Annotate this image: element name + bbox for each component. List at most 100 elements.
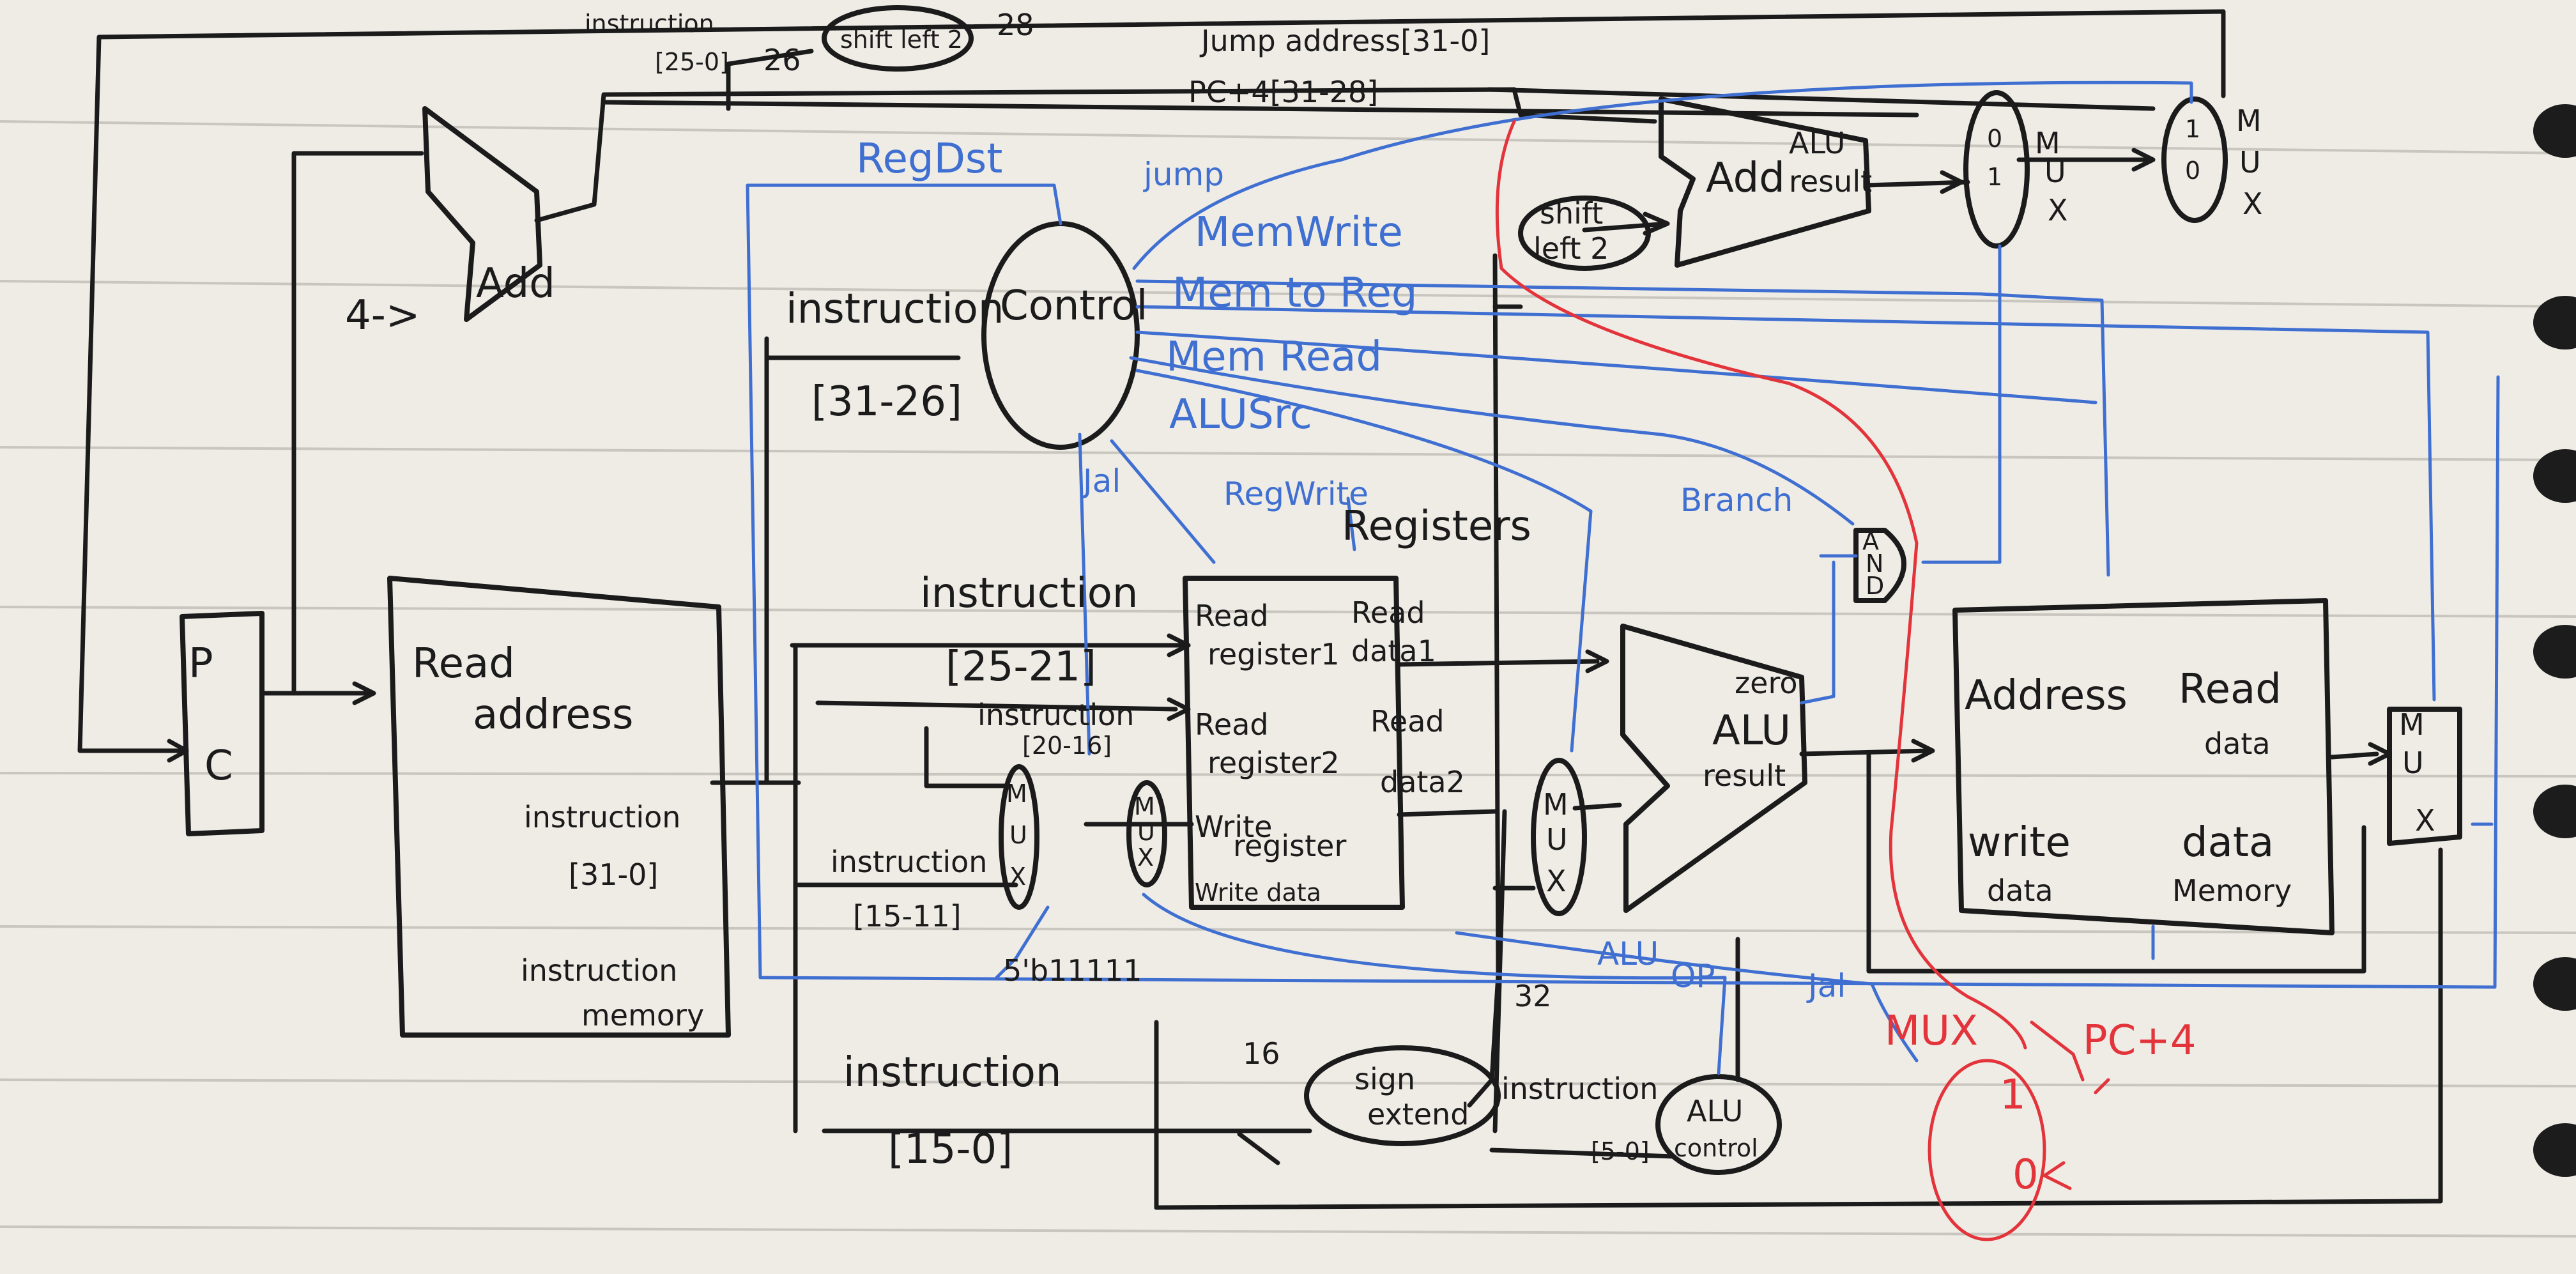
instr-top-bits: [25-0]	[655, 48, 729, 76]
branch-and-gate	[1853, 528, 1906, 603]
jump-mux-x: X	[2242, 187, 2263, 221]
instr-rt-label: instruction	[977, 698, 1134, 732]
red-pc4-label: PC+4	[2083, 1017, 2196, 1064]
reg-write-a: Write	[1195, 810, 1272, 844]
branch-mux-1: 1	[1987, 163, 2002, 191]
instr-rd-bits: [15-11]	[853, 899, 962, 933]
alu-result-label: result	[1703, 758, 1786, 793]
reg-write-b: register	[1233, 829, 1346, 863]
alu	[1620, 624, 1807, 913]
branch-mux-m: M	[2035, 126, 2060, 160]
pc-jal-mux	[1928, 1059, 2046, 1241]
instr-ctrl-bits: [31-26]	[811, 378, 962, 426]
label-26: 26	[763, 43, 801, 77]
regwrite-label: RegWrite	[1223, 475, 1368, 512]
jal-mux-u: U	[1137, 818, 1155, 846]
instr-funct-label: instruction	[1501, 1071, 1658, 1106]
control-signal-labels: RegDst jump MemWrite Mem to Reg Mem Read…	[856, 135, 1846, 1004]
alu-result-top: ALU	[1789, 126, 1845, 160]
aluop-label-a: ALU	[1597, 935, 1659, 972]
alu-zero-label: zero	[1735, 666, 1798, 700]
memread-label: Mem Read	[1166, 334, 1382, 381]
sign-extend-a: sign	[1354, 1062, 1415, 1096]
regdst-mux-u: U	[1009, 821, 1027, 849]
pc-register	[180, 611, 264, 836]
branch-label: Branch	[1680, 482, 1793, 519]
reg-read2-a: Read	[1195, 707, 1269, 742]
reg-data2-a: Read	[1370, 704, 1445, 739]
registers-label: Registers	[1342, 503, 1531, 550]
const-31-label: 5'b11111	[1003, 953, 1142, 988]
im-address-label: address	[473, 691, 633, 739]
pc-add-label: Add	[476, 260, 555, 307]
alusrc-mux-m: M	[1543, 787, 1568, 822]
reg-write-data: Write data	[1195, 879, 1321, 907]
mem-read-b: data	[2204, 726, 2271, 761]
regdst-mux-x: X	[1009, 863, 1026, 891]
mem-data-a: data	[2182, 819, 2274, 866]
im-instr-label: instruction	[524, 800, 680, 834]
red-mux-0: 0	[2012, 1151, 2039, 1199]
mem-write-a: write	[1968, 819, 2071, 866]
alu-label: ALU	[1712, 707, 1791, 755]
jump-mux-1: 1	[2185, 115, 2200, 143]
ruled-lines	[0, 120, 2576, 1238]
pc-label-bottom: C	[204, 742, 233, 790]
label-32: 32	[1514, 979, 1552, 1013]
alusrc-label: ALUSrc	[1169, 391, 1312, 438]
im-memory-label: memory	[581, 998, 704, 1032]
control-unit	[981, 221, 1140, 450]
alu-control-b: control	[1674, 1134, 1758, 1162]
memtoreg-label: Mem to Reg	[1172, 270, 1417, 317]
reg-read1-b: register1	[1208, 637, 1340, 672]
jal-regdst-mux	[1126, 780, 1167, 887]
reg-read1-a: Read	[1195, 599, 1269, 633]
jump-address-label: Jump address[31-0]	[1199, 24, 1490, 58]
alusrc-mux	[1531, 758, 1587, 916]
shift-left-2-jump	[822, 5, 974, 72]
and-gate-a: A	[1862, 527, 1879, 555]
alu-control	[1655, 1074, 1782, 1175]
instr-rs-bits: [25-21]	[946, 643, 1096, 691]
shift-left-2-branch-b: left 2	[1533, 231, 1609, 266]
instruction-memory	[387, 576, 731, 1038]
instr-ctrl-label: instruction	[786, 286, 1004, 333]
im-read-label: Read	[412, 640, 515, 687]
instr-rd-label: instruction	[831, 845, 987, 879]
instr-rs-label: instruction	[920, 570, 1138, 617]
mem-read-a: Read	[2179, 666, 2281, 713]
jump-mux-u: U	[2239, 145, 2261, 180]
instr-funct-bits: [5-0]	[1591, 1137, 1650, 1165]
alusrc-mux-x: X	[1546, 864, 1567, 898]
regdst-mux	[999, 764, 1039, 910]
reg-data1-a: Read	[1351, 595, 1425, 630]
shift-left-2-jump-label: shift left 2	[840, 26, 963, 54]
branch-adder	[1659, 96, 1871, 268]
alu-control-a: ALU	[1687, 1094, 1743, 1128]
instr-imm-bits: [15-0]	[888, 1126, 1013, 1173]
mem-data-b: Memory	[2172, 873, 2292, 908]
branch-mux	[1963, 90, 2030, 249]
shift-left-2-branch-a: shift	[1540, 196, 1603, 231]
pc-adder	[422, 106, 542, 322]
control-signal-wires	[746, 81, 2500, 1075]
pc4-high-label: PC+4[31-28]	[1188, 75, 1378, 109]
jump-mux-0: 0	[2185, 157, 2200, 185]
instr-imm-label: instruction	[843, 1049, 1061, 1096]
memwrite-label: MemWrite	[1195, 209, 1403, 256]
register-file	[1183, 576, 1405, 910]
memtoreg-mux	[2387, 707, 2462, 846]
memtoreg-mux-x: X	[2415, 803, 2435, 838]
reg-data1-b: data1	[1351, 634, 1436, 668]
memtoreg-mux-u: U	[2402, 746, 2424, 780]
im-instr-bits: [31-0]	[569, 857, 658, 892]
reg-data2-b: data2	[1380, 765, 1465, 799]
instr-rt-bits: [20-16]	[1022, 732, 1112, 760]
jal2-label: Jal	[1806, 967, 1846, 1004]
im-instruction-label: instruction	[521, 953, 677, 988]
control-label: Control	[1000, 282, 1147, 330]
and-gate-n: N	[1866, 549, 1883, 578]
aluop-label-b: OP	[1671, 958, 1715, 995]
